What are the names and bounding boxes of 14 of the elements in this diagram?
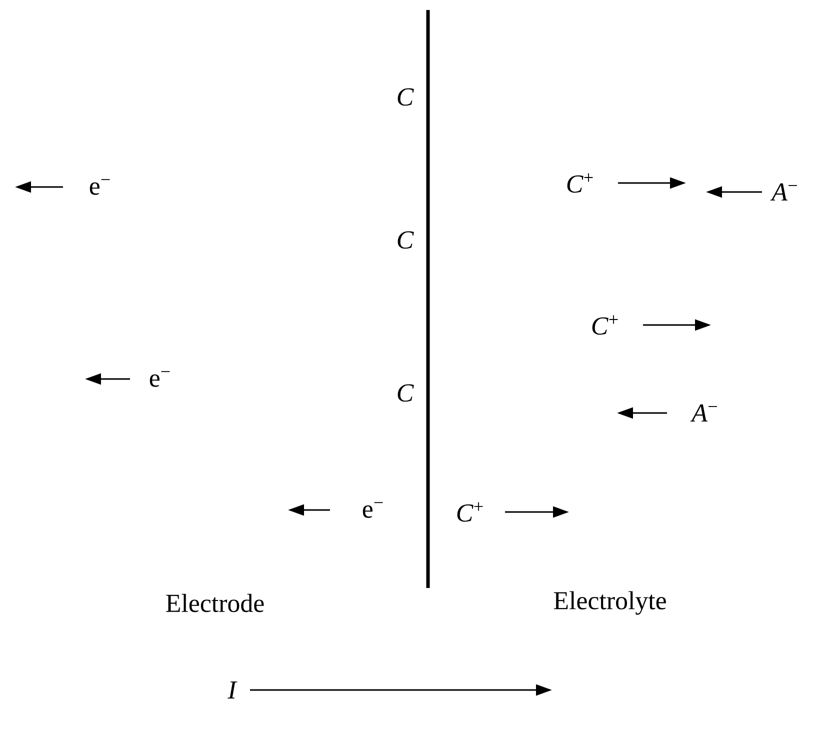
surface-charge-label: C [398, 88, 414, 106]
region-label: Electrolyte [554, 591, 666, 615]
cation-label: C$^{+}$ [457, 502, 483, 522]
electron-label: e$^{−}$ [150, 371, 170, 387]
anion-label: A$^{−}$ [770, 183, 797, 201]
electron-label: e$^{−}$ [362, 502, 383, 518]
cation-label: C$^{+}$ [567, 173, 593, 193]
cation-label: C$^{+}$ [592, 315, 618, 335]
anion-label: A$^{−}$ [690, 404, 717, 422]
surface-charge-label: C [398, 384, 414, 402]
current-label: I [228, 682, 238, 698]
surface-charge-label: C [398, 231, 414, 249]
electron-label: e$^{−}$ [90, 179, 110, 195]
region-label: Electrode [166, 594, 264, 612]
